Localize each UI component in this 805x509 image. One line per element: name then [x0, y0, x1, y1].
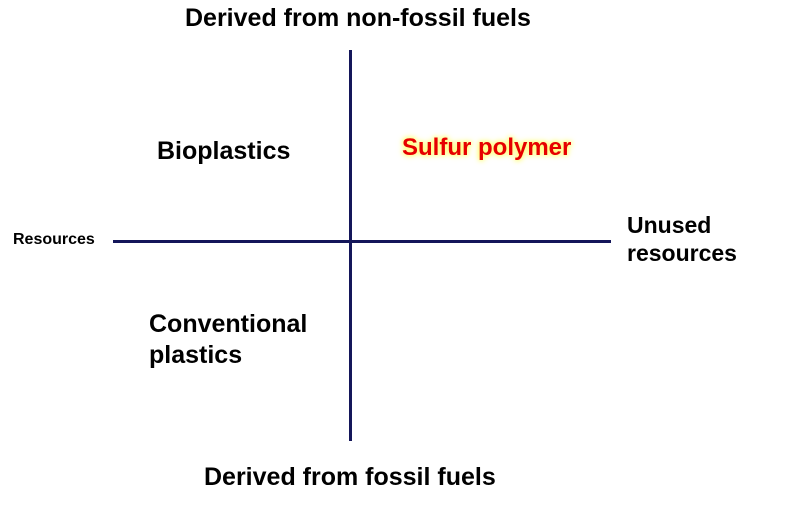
- horizontal-axis-line: [113, 240, 611, 243]
- quadrant-top-left-label: Bioplastics: [157, 137, 291, 165]
- quadrant-bottom-left-line1: Conventional: [149, 310, 308, 338]
- axis-label-right-line1: Unused: [627, 212, 712, 238]
- quadrant-bottom-left-line2: plastics: [149, 340, 243, 369]
- axis-label-top: Derived from non-fossil fuels: [185, 4, 531, 32]
- vertical-axis-line: [349, 50, 352, 441]
- axis-label-bottom: Derived from fossil fuels: [204, 463, 496, 491]
- quadrant-bottom-left-label: Conventional plastics: [149, 309, 307, 370]
- quadrant-top-right-label: Sulfur polymer: [402, 134, 572, 161]
- axis-label-right: Unused resources: [627, 211, 737, 267]
- axis-label-right-line2: resources: [627, 240, 737, 267]
- axis-label-left: Resources: [13, 231, 95, 248]
